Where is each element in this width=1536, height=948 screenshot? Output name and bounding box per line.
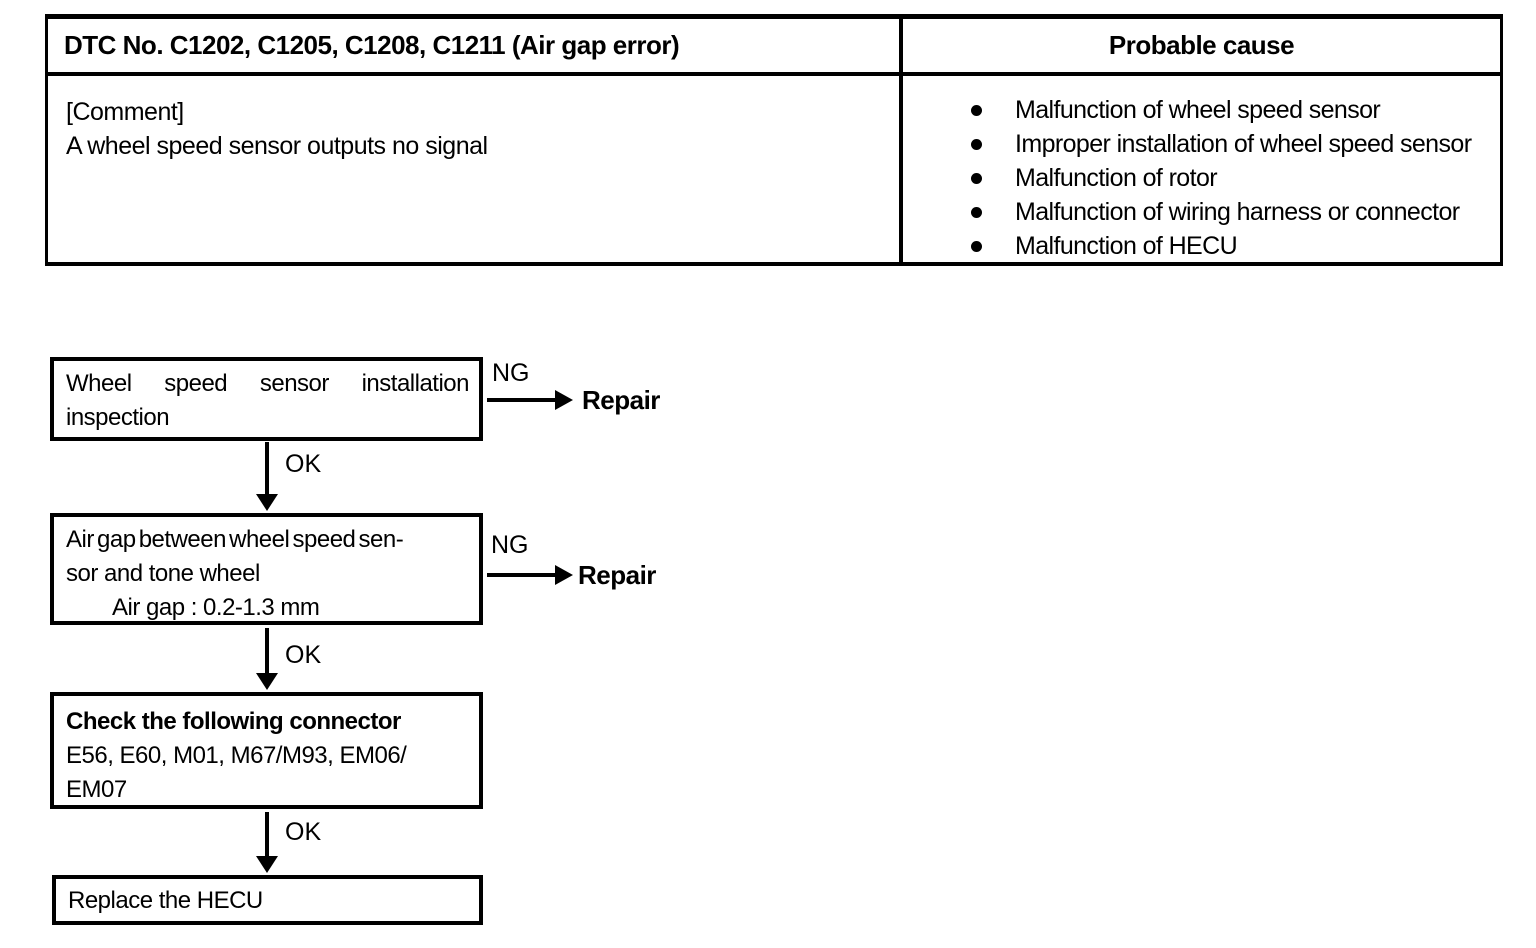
step3-title: Check the following connector — [66, 708, 401, 735]
bullet-icon — [971, 173, 982, 184]
ng-arrow-right-icon-1 — [487, 389, 573, 411]
ok-arrow-down-icon-3 — [255, 812, 279, 873]
probable-cause-header: Probable cause — [1108, 30, 1295, 60]
ok-label-1: OK — [285, 450, 322, 478]
flow-box-check-connectors: Check the following connector E56, E60, … — [50, 692, 483, 809]
step3-line1: E56, E60, M01, M67/M93, EM06/ — [66, 742, 407, 769]
cause-text: Malfunction of wheel speed sensor — [1015, 96, 1381, 124]
step2-spec: Air gap : 0.2-1.3 mm — [112, 594, 320, 621]
ok-arrow-down-icon-2 — [255, 628, 279, 690]
arrow-head — [555, 390, 573, 410]
comment-cell: [Comment] A wheel speed sensor outputs n… — [48, 76, 899, 262]
ng-label-2: NG — [491, 531, 529, 559]
comment-label: [Comment] — [66, 98, 184, 126]
step4-text: Replace the HECU — [68, 887, 263, 914]
ok-label-3: OK — [285, 818, 322, 846]
step3-line2: EM07 — [66, 776, 127, 803]
step1-line2: inspection — [66, 404, 170, 431]
arrow-head — [555, 565, 573, 585]
arrow-head — [256, 494, 278, 511]
probable-cause-list: Malfunction of wheel speed sensor Improp… — [903, 76, 1500, 262]
arrow-shaft — [265, 628, 269, 675]
list-item: Improper installation of wheel speed sen… — [903, 128, 1500, 162]
bullet-icon — [971, 105, 982, 116]
arrow-shaft — [487, 398, 557, 402]
comment-text: A wheel speed sensor outputs no signal — [66, 132, 488, 160]
list-item: Malfunction of wheel speed sensor — [903, 94, 1500, 128]
list-item: Malfunction of HECU — [903, 230, 1500, 264]
arrow-head — [256, 673, 278, 690]
repair-label-2: Repair — [578, 560, 656, 590]
flow-box-air-gap-check: Air gap between wheel speed sen- sor and… — [50, 513, 483, 625]
ng-arrow-right-icon-2 — [487, 564, 573, 586]
ng-label-1: NG — [492, 359, 530, 387]
cause-text: Malfunction of rotor — [1015, 164, 1218, 192]
cause-text: Improper installation of wheel speed sen… — [1015, 130, 1472, 158]
bullet-icon — [971, 139, 982, 150]
step2-line1: Air gap between wheel speed sen- — [66, 526, 404, 553]
cause-text: Malfunction of wiring harness or connect… — [1015, 198, 1460, 226]
list-item: Malfunction of wiring harness or connect… — [903, 196, 1500, 230]
ok-label-2: OK — [285, 641, 322, 669]
step2-line2: sor and tone wheel — [66, 560, 260, 587]
list-item: Malfunction of rotor — [903, 162, 1500, 196]
flow-box-wheel-sensor-inspection: Wheel speed sensor installation inspecti… — [50, 357, 483, 441]
bullet-icon — [971, 241, 982, 252]
dtc-table: DTC No. C1202, C1205, C1208, C1211 (Air … — [45, 14, 1503, 266]
arrow-shaft — [487, 573, 557, 577]
table-header-divider — [48, 72, 1500, 76]
step1-line1: Wheel speed sensor installation — [66, 370, 470, 397]
arrow-head — [256, 856, 278, 873]
arrow-shaft — [265, 442, 269, 496]
dtc-number-header: DTC No. C1202, C1205, C1208, C1211 (Air … — [64, 30, 680, 60]
flow-box-replace-hecu: Replace the HECU — [52, 875, 483, 925]
table-column-divider — [899, 19, 903, 262]
bullet-icon — [971, 207, 982, 218]
repair-label-1: Repair — [582, 385, 660, 415]
cause-text: Malfunction of HECU — [1015, 232, 1238, 260]
arrow-shaft — [265, 812, 269, 858]
ok-arrow-down-icon-1 — [255, 442, 279, 511]
